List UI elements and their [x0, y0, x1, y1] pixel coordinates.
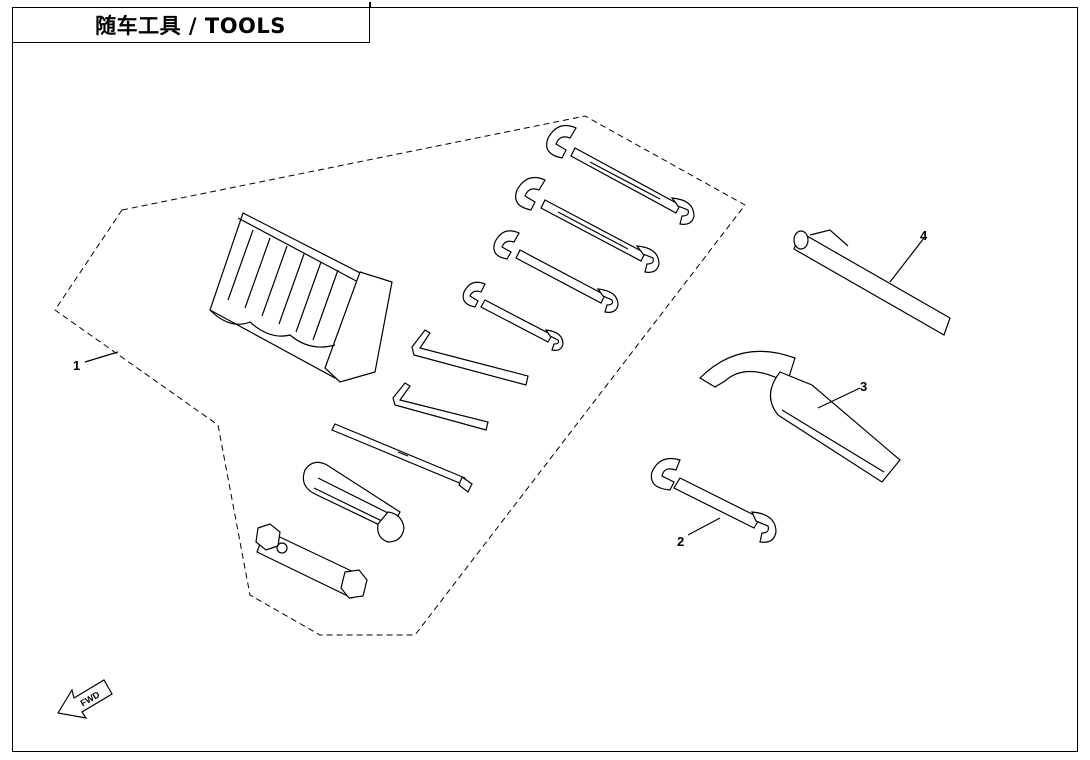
callout-4: 4: [920, 228, 928, 243]
leader-line-3: [817, 387, 861, 409]
callout-1: 1: [73, 358, 80, 373]
frame-tick-mark: [369, 2, 371, 8]
page-title: 随车工具 / TOOLS: [12, 7, 370, 43]
wrench-medium-large: [515, 177, 660, 273]
tool-roll-pouch: [209, 212, 393, 383]
hook-spanner: [699, 350, 901, 483]
wrench-medium: [493, 230, 619, 313]
callout-3: 3: [860, 379, 867, 394]
screwdriver-bit: [331, 423, 473, 493]
drawing-frame: [12, 7, 1078, 752]
leader-line-4: [889, 237, 925, 283]
leader-line-2: [687, 517, 721, 536]
leader-line-1: [84, 351, 119, 363]
hex-key-large: [411, 329, 529, 386]
extension-bar: [793, 229, 951, 336]
hex-key-small: [392, 382, 489, 431]
callout-2: 2: [677, 534, 684, 549]
spark-plug-socket: [255, 523, 368, 599]
fwd-arrow-icon: FWD: [57, 679, 113, 719]
wrench-large: [546, 125, 695, 225]
kit-boundary-dashed: [54, 115, 746, 636]
open-end-wrench: [650, 457, 777, 543]
wrench-small: [462, 281, 564, 351]
screwdriver-handle: [302, 461, 405, 543]
